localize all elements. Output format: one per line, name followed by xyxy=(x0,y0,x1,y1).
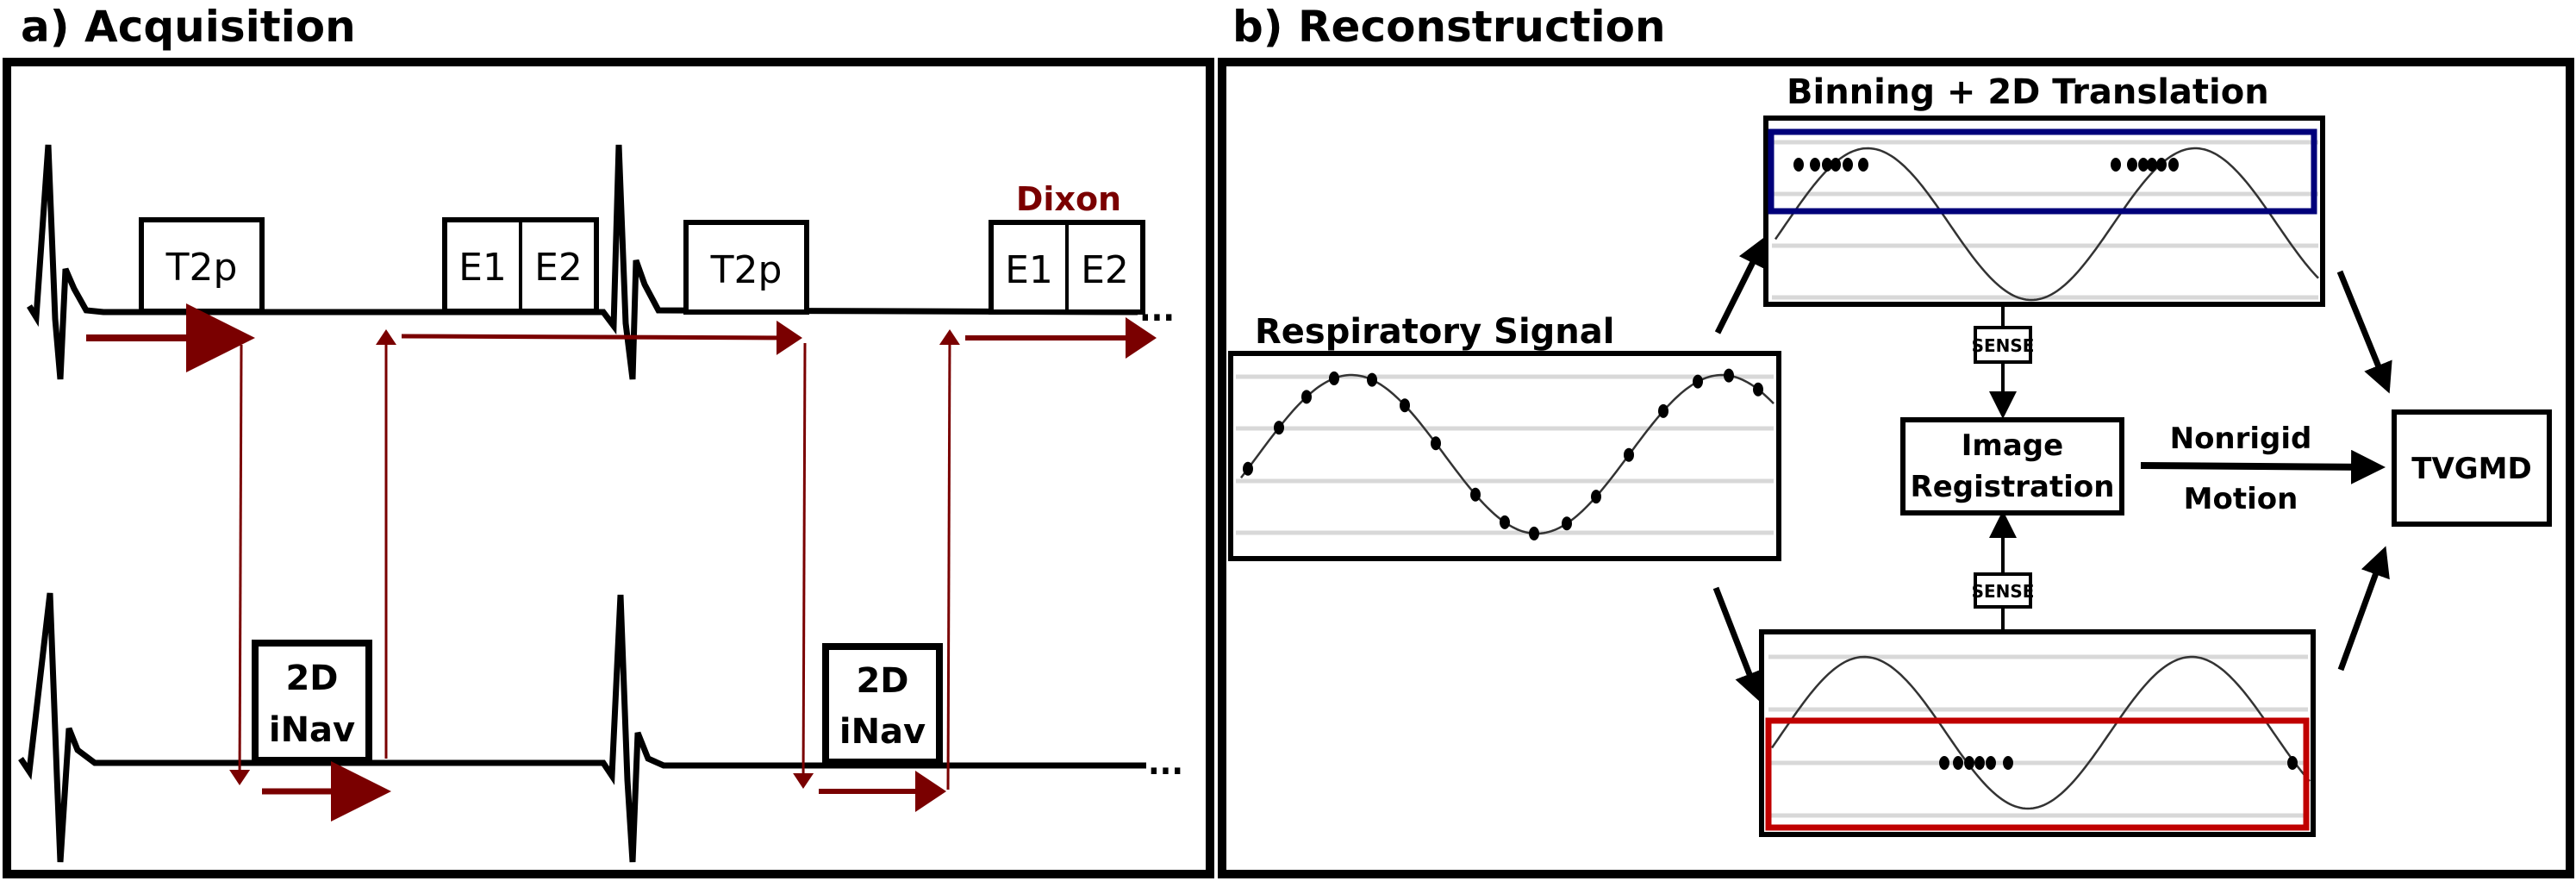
bottom-ellipsis: ... xyxy=(1148,743,1183,783)
sample-point xyxy=(1591,490,1601,504)
respiratory-sample-points xyxy=(1243,368,1763,540)
e2-label: E2 xyxy=(534,246,583,290)
binned-point xyxy=(2287,756,2298,770)
tvgmd-label: TVGMD xyxy=(2411,452,2531,486)
reconstruction-frame xyxy=(1218,58,2574,878)
arrow-bottom-to-output xyxy=(2337,546,2390,672)
binned-point xyxy=(1939,756,1949,770)
image-registration-node: Image Registration xyxy=(1900,417,2124,515)
sample-point xyxy=(1529,526,1539,540)
sense-badge-top: SENSE xyxy=(1972,326,2035,364)
binned-point xyxy=(2111,158,2121,172)
sample-point xyxy=(1562,516,1572,531)
svg-text:SENSE: SENSE xyxy=(1972,335,2035,356)
acquisition-flow-arrows xyxy=(86,303,1157,822)
top-ecg-trace xyxy=(27,144,1138,380)
sample-point xyxy=(1400,398,1410,413)
acquisition-title: a) Acquisition xyxy=(21,2,356,52)
binned-point xyxy=(1986,756,1996,770)
motion-label: Motion xyxy=(2184,482,2298,516)
e2-label: E2 xyxy=(1081,248,1129,292)
expiration-bin xyxy=(1765,717,2310,831)
svg-text:Registration: Registration xyxy=(1911,470,2115,504)
sample-point xyxy=(1367,372,1377,387)
binned-point xyxy=(1964,756,1974,770)
sample-point xyxy=(1500,515,1510,529)
binned-point xyxy=(1831,158,1841,172)
inav-line1: 2D xyxy=(285,659,338,698)
inav-line2: iNav xyxy=(269,710,355,750)
binning-top-plot xyxy=(1763,116,2325,307)
sense-badge-bottom: SENSE xyxy=(1972,572,2035,609)
binned-point xyxy=(1953,756,1963,770)
sample-point xyxy=(1724,368,1734,383)
binned-point xyxy=(1974,756,1985,770)
arrow-to-top-bin xyxy=(1714,235,1767,334)
bottom-ecg-trace xyxy=(18,592,1146,863)
svg-text:Image: Image xyxy=(1962,428,2063,463)
binning-label: Binning + 2D Translation xyxy=(1787,72,2269,112)
t2p-block-2: T2p xyxy=(683,220,809,315)
sample-point xyxy=(1693,374,1703,389)
binned-point xyxy=(2138,158,2149,172)
sample-point xyxy=(1274,421,1284,435)
inav-line2: iNav xyxy=(839,712,926,752)
binned-point xyxy=(2003,756,2013,770)
binned-points-bottom xyxy=(1939,756,2298,770)
inspiration-bin xyxy=(1768,128,2317,215)
binned-point xyxy=(2127,158,2137,172)
sample-point xyxy=(1431,436,1441,451)
t2p-label: T2p xyxy=(710,248,783,292)
binned-point xyxy=(1843,158,1853,172)
e1-label: E1 xyxy=(1005,248,1053,292)
dixon-block-1: E1 E2 xyxy=(442,217,599,314)
sample-point xyxy=(1624,447,1634,462)
nonrigid-motion-arrow xyxy=(2140,449,2386,484)
binned-point xyxy=(1822,158,1832,172)
reconstruction-title: b) Reconstruction xyxy=(1232,2,1666,52)
sample-point xyxy=(1753,382,1763,397)
dixon-block-2: E1 E2 xyxy=(989,220,1145,315)
acquisition-frame xyxy=(3,58,1214,878)
binned-point xyxy=(1793,158,1804,172)
binning-bottom-plot xyxy=(1759,629,2316,837)
sample-point xyxy=(1301,390,1312,404)
respiratory-signal-plot xyxy=(1228,351,1781,561)
e1-label: E1 xyxy=(458,246,507,290)
inav-block-1: 2D iNav xyxy=(252,640,372,764)
inav-block-2: 2D iNav xyxy=(822,643,943,765)
binned-point xyxy=(1858,158,1868,172)
arrow-to-bottom-bin xyxy=(1712,586,1764,703)
sample-point xyxy=(1329,371,1339,385)
sample-point xyxy=(1243,461,1253,476)
respiratory-signal-label: Respiratory Signal xyxy=(1255,312,1614,352)
sample-point xyxy=(1658,403,1668,418)
t2p-label: T2p xyxy=(165,246,238,290)
tvgmd-output-node: TVGMD xyxy=(2392,409,2552,527)
binned-point xyxy=(2156,158,2167,172)
binned-point xyxy=(1810,158,1820,172)
sample-point xyxy=(1470,487,1481,502)
binned-point xyxy=(2168,158,2179,172)
arrow-top-to-output xyxy=(2336,270,2392,394)
t2p-block-1: T2p xyxy=(139,217,265,314)
dixon-label: Dixon xyxy=(1016,180,1121,218)
inav-line1: 2D xyxy=(856,661,908,701)
nonrigid-label: Nonrigid xyxy=(2170,422,2312,456)
svg-text:SENSE: SENSE xyxy=(1972,581,2035,602)
binned-point xyxy=(2147,158,2157,172)
binned-points-top xyxy=(1793,158,2179,172)
